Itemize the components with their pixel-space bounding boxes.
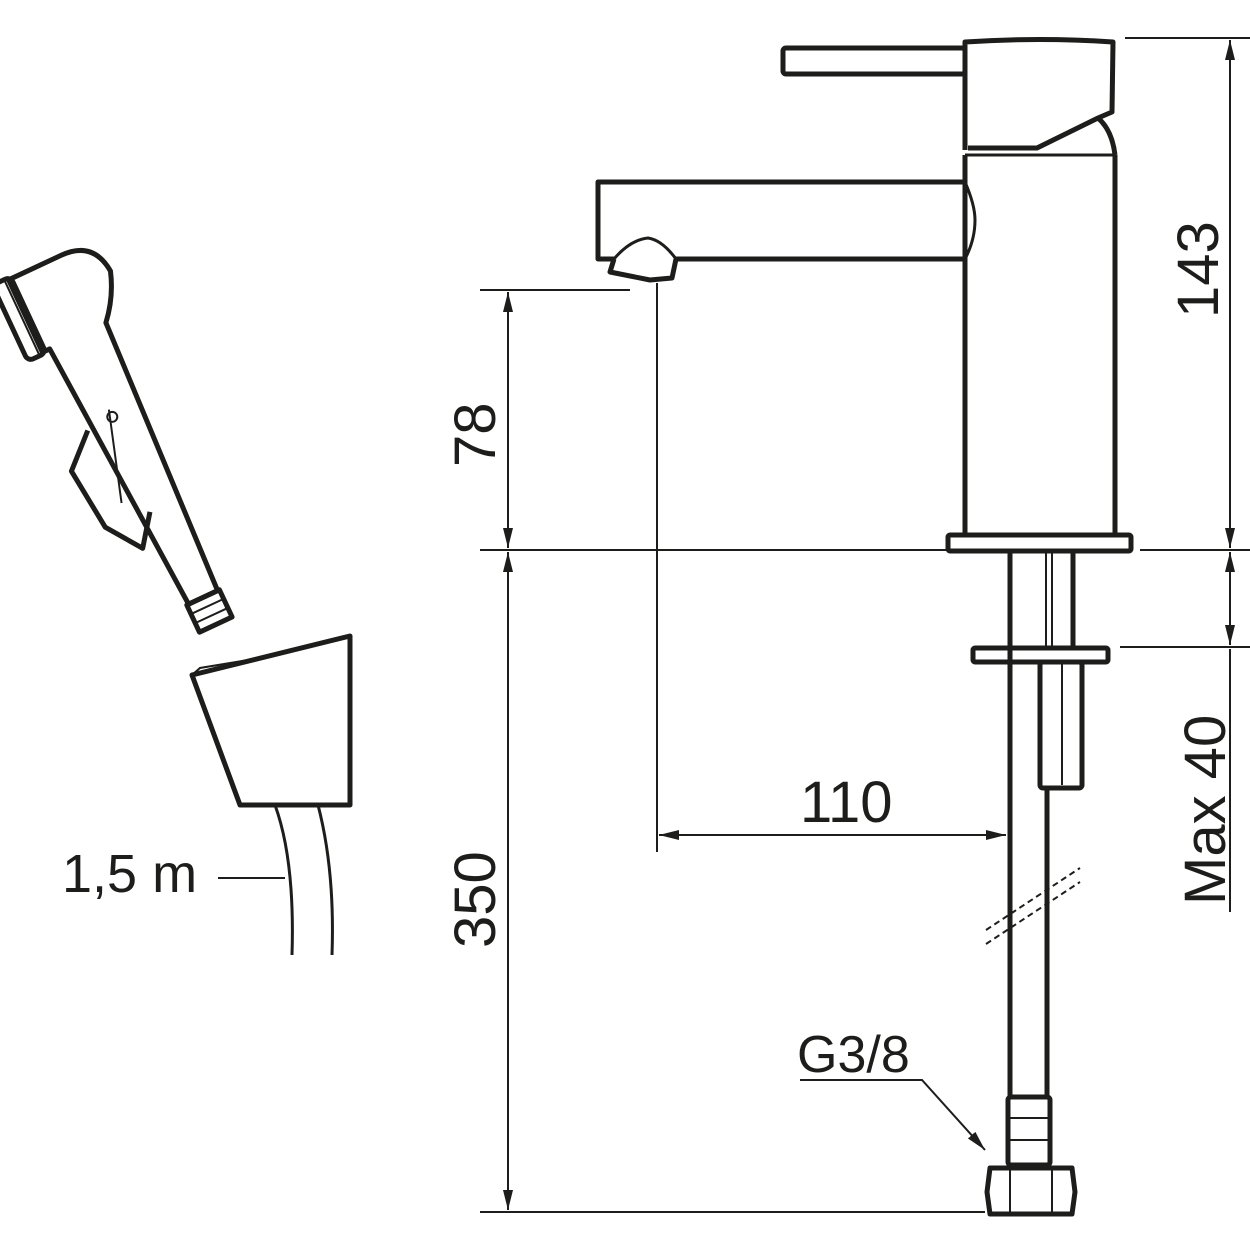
dim-max-40: Max 40 [1173, 715, 1238, 905]
thread-label: G3/8 [797, 1026, 910, 1084]
dim-height-143: 143 [1166, 221, 1231, 318]
dim-spout-height-78: 78 [443, 402, 508, 467]
dim-reach-110: 110 [800, 770, 892, 835]
hand-shower-drawing [0, 248, 353, 956]
dimension-lines [218, 37, 1250, 1213]
dim-hose-350: 350 [443, 851, 508, 948]
shower-hose-length-label: 1,5 m [62, 844, 197, 904]
faucet-drawing [595, 37, 1134, 1217]
